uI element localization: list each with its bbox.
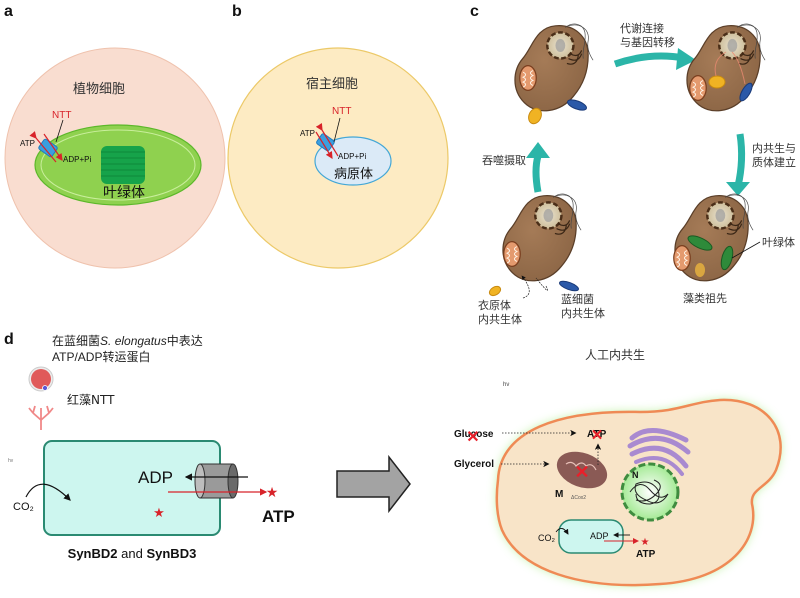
chloroplast-label: 叶绿体 — [103, 185, 145, 201]
panel-a: a 植物细胞 叶绿体 NTT ATP ADP+Pi — [4, 3, 226, 269]
residual-vesicle — [695, 263, 705, 277]
glucose-label: Glucose — [454, 429, 494, 440]
nucleus — [620, 462, 680, 522]
ntt-channel-cylinder — [194, 463, 239, 499]
atp-star-inside: ★ — [153, 506, 165, 521]
atp-blocked-cross: ✕ — [591, 427, 604, 444]
step-label-right-2: 质体建立 — [752, 155, 796, 169]
step-label-top-1: 代谢连接 — [620, 21, 664, 35]
step-label-top-2: 与基因转移 — [620, 35, 675, 49]
panel-label-b: b — [232, 3, 242, 20]
red-algae-ntt-label: 红藻NTT — [67, 392, 115, 407]
protist-cell-start — [513, 22, 595, 125]
plant-cell-label: 植物细胞 — [73, 82, 125, 97]
co2-uptake-arrow — [25, 483, 71, 501]
strain-and: and — [121, 546, 143, 561]
chlamydia-endosymbiont — [528, 107, 542, 125]
atp-label-b: ATP — [300, 129, 315, 138]
step-label-right-1: 内共生与 — [752, 141, 796, 155]
heading-species: S. elongatus — [100, 334, 167, 348]
chloroplast-inner-membrane — [40, 129, 196, 201]
panel-b: b 宿主细胞 病原体 NTT ATP ADP+Pi — [227, 3, 449, 269]
heading-pre: 在蓝细菌 — [52, 334, 100, 348]
panel-label-c: c — [470, 3, 479, 20]
protist-cell-integrated — [685, 22, 767, 113]
ntt-label-a: NTT — [52, 110, 71, 121]
ntt-transporter-a — [29, 119, 64, 163]
algal-ancestor-cell — [673, 192, 761, 283]
cyanobacterium-free — [559, 280, 579, 292]
mito-blocked-cross: ✕ — [574, 462, 589, 482]
atp-star-outside: ★ — [266, 485, 279, 501]
grana-stack — [101, 146, 145, 184]
red-algae-cell-icon — [28, 366, 54, 392]
glucose-blocked-cross: ✕ — [466, 429, 479, 446]
atp-label-left: ATP — [262, 507, 295, 526]
nucleus-label: N — [632, 470, 639, 480]
chlamydia-free — [488, 285, 502, 297]
mitochondrion — [556, 451, 608, 489]
glycerol-label: Glycerol — [454, 459, 494, 470]
adp-pi-label-b: ADP+Pi — [338, 152, 366, 161]
heading-line-2: ATP/ADP转运蛋白 — [52, 349, 150, 364]
ntt-label-b: NTT — [332, 106, 351, 117]
chlamydia-label-2: 内共生体 — [478, 312, 522, 326]
cyanobacteria-label-2: 内共生体 — [561, 306, 605, 320]
adp-pi-label-a: ADP+Pi — [63, 155, 91, 164]
arrow-head-endosymbiosis — [726, 182, 750, 196]
cyanobacteria-label-1: 蓝细菌 — [561, 293, 594, 306]
co2-uptake-arrow-right — [555, 528, 569, 535]
arrow-endosymbiosis — [734, 133, 746, 187]
transition-arrow — [336, 454, 411, 514]
panel-label-a: a — [4, 3, 13, 20]
strain-1: SynBD2 — [68, 546, 118, 561]
atp-label-a: ATP — [20, 139, 35, 148]
arrow-phagocytosis — [532, 155, 542, 193]
panel-label-d: d — [4, 331, 14, 348]
hv-label-right: hν — [503, 382, 509, 388]
mito-label: M — [555, 489, 563, 500]
pathogen-label: 病原体 — [334, 167, 373, 182]
step-label-left: 吞噬摄取 — [482, 153, 526, 167]
atp-star-right: ★ — [641, 537, 650, 548]
cyanobacterium-endosymbiont — [567, 99, 587, 111]
host-cell-label: 宿主细胞 — [306, 76, 358, 92]
panel-d: d 在蓝细菌S. elongatus中表达 ATP/ADP转运蛋白 红藻NTT … — [4, 331, 782, 587]
chlamydia-internal — [708, 75, 726, 89]
endosymbiont-cyanobacterium — [558, 519, 624, 554]
strain-caption: SynBD2 and SynBD3 — [68, 546, 197, 561]
heading-line-1: 在蓝细菌S. elongatus中表达 — [52, 333, 203, 348]
plastid-1 — [687, 235, 713, 251]
algal-ancestor-label: 藻类祖先 — [683, 291, 727, 305]
golgi-apparatus — [627, 428, 691, 476]
cyanobacterium-internal — [739, 82, 753, 102]
mito-mutation-label: ΔCox2 — [571, 495, 586, 501]
adp-label-right: ADP — [590, 531, 609, 541]
atp-label-yeast-top: ATP — [587, 429, 607, 440]
hv-label-left: hν — [8, 458, 14, 464]
strain-2: SynBD3 — [146, 546, 196, 561]
heading-post: 中表达 — [167, 333, 203, 348]
adp-label-left: ADP — [138, 468, 173, 487]
chloroplast-label-c: 叶绿体 — [762, 235, 795, 249]
co2-label-right: CO₂ — [538, 533, 556, 543]
arrow-metabolic-link — [613, 52, 685, 68]
panel-c: c 代谢连接 与基因转移 内共生与 质体建立 — [470, 3, 796, 326]
cyanobacterium-cell — [43, 440, 221, 536]
atp-label-yeast-bottom: ATP — [636, 549, 656, 560]
plastid-2 — [720, 245, 734, 271]
arrow-head-phagocytosis — [526, 142, 550, 158]
protist-cell-host — [488, 192, 583, 299]
ntt-transporter-b — [315, 117, 341, 160]
red-algae-thallus-icon — [28, 405, 54, 430]
co2-label-left: CO₂ — [13, 501, 34, 513]
chlamydia-label-1: 衣原体 — [478, 298, 511, 312]
arrow-head-metabolic-link — [676, 48, 696, 70]
artificial-endosymbiosis-title: 人工内共生 — [585, 348, 645, 362]
